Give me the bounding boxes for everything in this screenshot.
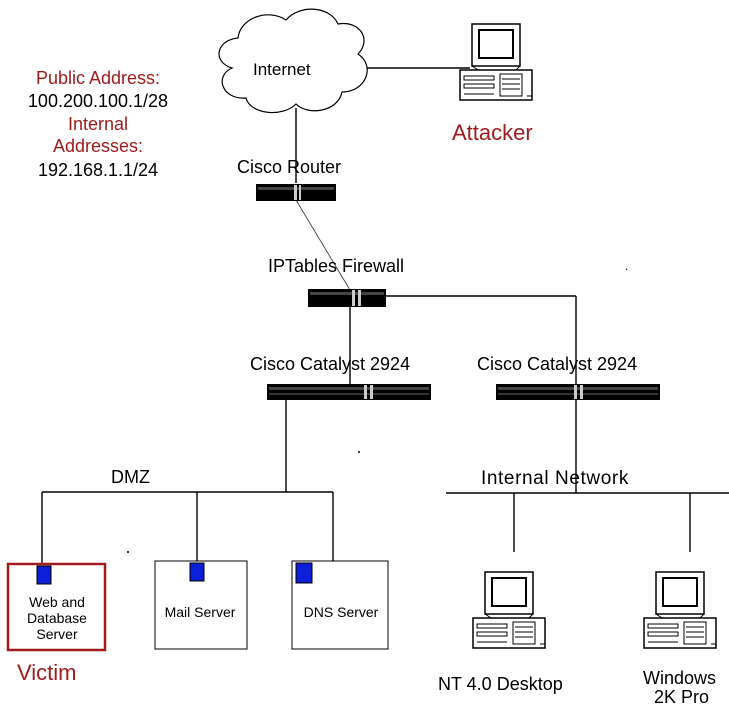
public-address-label: Public Address: xyxy=(36,68,160,88)
catalyst-left-switch-icon xyxy=(267,384,431,400)
stray-dot: . xyxy=(625,259,628,273)
win2k-label-2: 2K Pro xyxy=(654,687,709,706)
firewall-icon xyxy=(308,289,386,307)
server-port-icon xyxy=(189,562,205,582)
nt-desktop-label: NT 4.0 Desktop xyxy=(438,674,563,694)
address-info: Public Address: 100.200.100.1/28 Interna… xyxy=(28,68,168,180)
web-db-server-node: Web and Database Server xyxy=(6,562,107,652)
internal-addresses-label: Internal xyxy=(68,114,128,134)
victim-label: Victim xyxy=(17,660,77,685)
internal-address-value: 192.168.1.1/24 xyxy=(38,160,158,180)
server-port-icon xyxy=(295,562,313,584)
catalyst-right-switch-icon xyxy=(496,384,660,400)
attacker-computer-icon xyxy=(459,23,533,101)
connections xyxy=(41,67,729,567)
firewall-label: IPTables Firewall xyxy=(268,256,404,276)
stray-dot xyxy=(358,451,360,453)
dmz-label: DMZ xyxy=(111,467,150,487)
dns-server-label: DNS Server xyxy=(304,604,379,620)
internet-cloud xyxy=(218,8,368,114)
win2k-label-1: Windows xyxy=(643,668,716,688)
stray-dot xyxy=(127,551,129,553)
attacker-label: Attacker xyxy=(452,120,533,145)
mail-server-node: Mail Server xyxy=(154,560,248,650)
internal-addresses-label-2: Addresses: xyxy=(53,136,143,156)
public-address-value: 100.200.100.1/28 xyxy=(28,91,168,111)
catalyst-left-label: Cisco Catalyst 2924 xyxy=(250,354,410,374)
router-icon xyxy=(256,184,336,201)
internal-network-label: Internal Network xyxy=(481,468,629,489)
web-db-server-label-3: Server xyxy=(36,626,78,642)
web-db-server-label-1: Web and xyxy=(29,594,85,610)
win2k-computer-icon xyxy=(643,571,717,649)
server-port-icon xyxy=(36,565,52,585)
internet-label: Internet xyxy=(253,60,311,79)
victim-highlight-box xyxy=(6,562,107,652)
mail-server-label: Mail Server xyxy=(165,604,236,620)
router-label: Cisco Router xyxy=(237,157,341,177)
nt-desktop-computer-icon xyxy=(472,571,546,649)
catalyst-right-label: Cisco Catalyst 2924 xyxy=(477,354,637,374)
web-db-server-label-2: Database xyxy=(27,610,87,626)
dns-server-node: DNS Server xyxy=(291,560,389,650)
